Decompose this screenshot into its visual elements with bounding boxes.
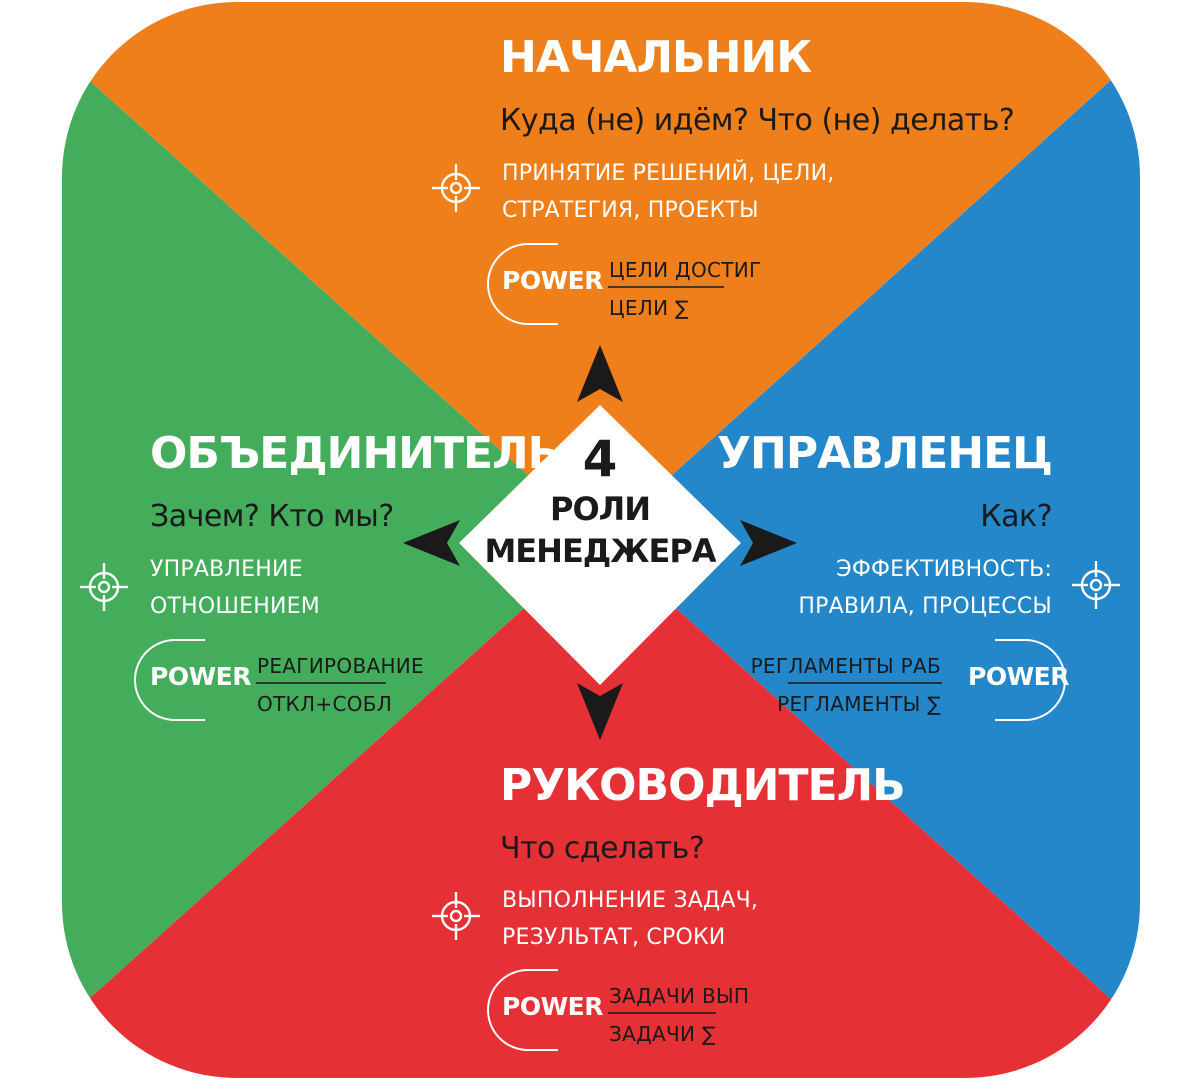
target-icon [1072,561,1120,609]
role-title-right: УПРАВЛЕНЕЦ [717,428,1053,479]
role-title-top: НАЧАЛЬНИК [500,32,812,83]
role-desc-left-line-1: УПРАВЛЕНИЕ [150,557,303,582]
role-desc-left: УПРАВЛЕНИЕ ОТНОШЕНИЕМ [150,551,320,625]
power-label-top: POWER [502,266,603,295]
fraction-denominator-top: ЦЕЛИ ∑ [609,296,689,320]
role-desc-bottom: ВЫПОЛНЕНИЕ ЗАДАЧ, РЕЗУЛЬТАТ, СРОКИ [502,882,758,956]
role-desc-right-line-1: ЭФФЕКТИВНОСТЬ: [836,557,1052,582]
quadrant-left [62,2,600,1078]
fraction-numerator-bottom: ЗАДАЧИ ВЫП [609,984,750,1008]
quadrant-right [600,2,1140,1078]
power-label-left: POWER [150,662,251,691]
center-line-2: МЕНЕДЖЕРА [484,532,716,570]
power-label-right: POWER [968,662,1069,691]
fraction-denominator-right: РЕГЛАМЕНТЫ ∑ [777,692,941,716]
center-line-1: РОЛИ [549,490,651,528]
center-number: 4 [582,430,618,488]
fraction-denominator-left: ОТКЛ+СОБЛ [257,692,393,716]
power-bracket-right [995,639,1067,721]
target-icon [80,563,128,611]
role-desc-top-line-1: ПРИНЯТИЕ РЕШЕНИЙ, ЦЕЛИ, [502,161,835,186]
arrow-right-icon [740,520,797,566]
quadrant-bottom [62,540,1140,1078]
power-bracket-left [133,639,205,721]
role-question-left: Зачем? Кто мы? [150,499,394,534]
role-desc-right-line-2: ПРАВИЛА, ПРОЦЕССЫ [798,594,1052,619]
role-desc-top-line-2: СТРАТЕГИЯ, ПРОЕКТЫ [502,198,759,223]
quadrant-top [62,2,1140,540]
role-title-left: ОБЪЕДИНИТЕЛЬ [150,428,561,479]
role-question-right: Как? [980,499,1052,534]
role-title-bottom: РУКОВОДИТЕЛЬ [500,760,906,811]
power-bracket-bottom [486,969,558,1051]
target-icon [432,164,480,212]
power-bracket-top [486,243,558,325]
arrow-up-icon [577,345,623,402]
role-desc-left-line-2: ОТНОШЕНИЕМ [150,594,320,619]
center-diamond [459,405,741,685]
fraction-numerator-top: ЦЕЛИ ДОСТИГ [609,258,762,282]
role-question-top: Куда (не) идём? Что (не) делать? [500,103,1015,138]
fraction-denominator-bottom: ЗАДАЧИ ∑ [609,1022,716,1046]
role-question-bottom: Что сделать? [500,831,705,866]
role-desc-bottom-line-2: РЕЗУЛЬТАТ, СРОКИ [502,925,726,950]
arrow-left-icon [403,520,460,566]
target-icon [432,892,480,940]
role-desc-top: ПРИНЯТИЕ РЕШЕНИЙ, ЦЕЛИ, СТРАТЕГИЯ, ПРОЕК… [502,155,835,229]
power-label-bottom: POWER [502,992,603,1021]
fraction-numerator-left: РЕАГИРОВАНИЕ [257,654,424,678]
fraction-numerator-right: РЕГЛАМЕНТЫ РАБ [750,654,941,678]
center-label: 4 РОЛИ МЕНЕДЖЕРА [480,430,720,572]
role-desc-bottom-line-1: ВЫПОЛНЕНИЕ ЗАДАЧ, [502,888,759,913]
role-desc-right: ЭФФЕКТИВНОСТЬ: ПРАВИЛА, ПРОЦЕССЫ [798,551,1052,625]
arrow-down-icon [577,683,623,740]
